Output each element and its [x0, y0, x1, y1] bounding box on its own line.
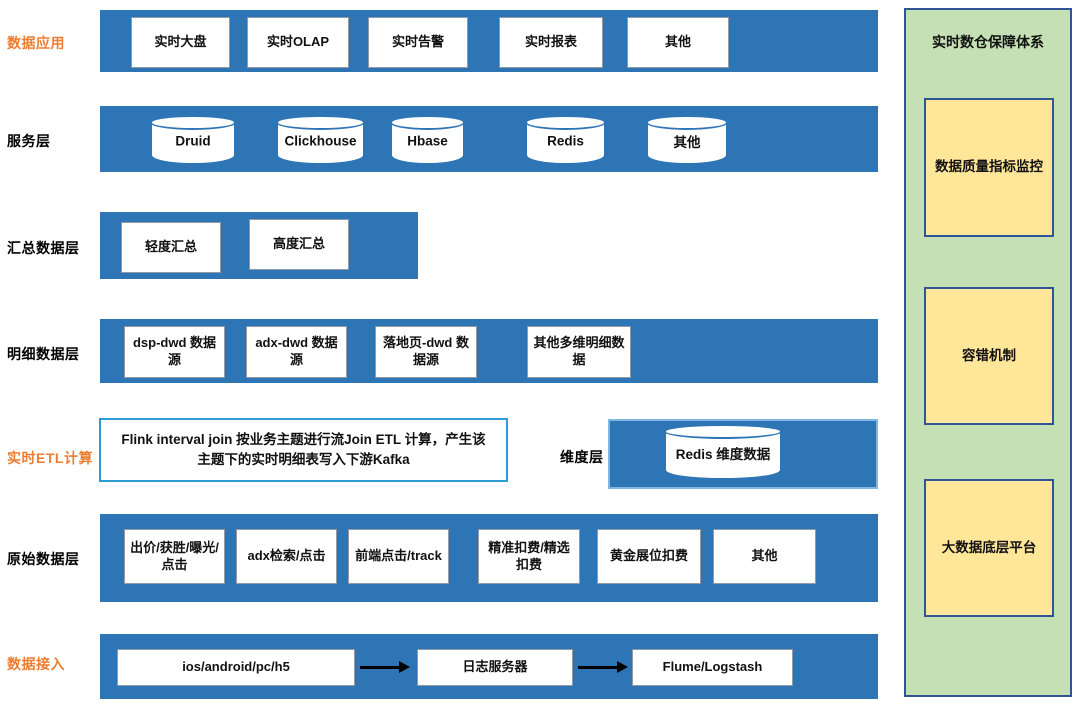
layer-label-data-app: 数据应用 [7, 35, 65, 51]
raw-box: 其他 [713, 529, 816, 584]
detail-box: dsp-dwd 数据源 [124, 326, 225, 378]
raw-box: 黄金展位扣费 [597, 529, 701, 584]
assurance-item: 容错机制 [924, 287, 1054, 425]
raw-box: adx检索/点击 [236, 529, 337, 584]
database-cylinder-icon: Redis 维度数据 [664, 424, 782, 480]
raw-box: 精准扣费/精选扣费 [478, 529, 580, 584]
assurance-panel-title: 实时数仓保障体系 [932, 34, 1044, 50]
ingest-box: 日志服务器 [417, 649, 573, 686]
layer-label-summary: 汇总数据层 [7, 240, 80, 256]
layer-label-detail: 明细数据层 [7, 346, 80, 362]
summary-box: 轻度汇总 [121, 222, 221, 273]
cylinder-label: 其他 [673, 135, 701, 150]
cylinder-label: Clickhouse [284, 133, 357, 149]
layer-label-raw: 原始数据层 [7, 551, 80, 567]
database-cylinder-icon: Hbase [390, 115, 465, 165]
app-box: 实时报表 [499, 17, 603, 68]
etl-description-box: Flink interval join 按业务主题进行流Join ETL 计算，… [99, 418, 508, 482]
detail-box: 其他多维明细数据 [527, 326, 631, 378]
layer-bar-detail [100, 319, 878, 383]
cylinder-label: Druid [175, 133, 211, 149]
app-box: 实时大盘 [131, 17, 230, 68]
cylinder-label: Redis 维度数据 [675, 447, 771, 463]
layer-label-dimension: 维度层 [560, 449, 604, 465]
database-cylinder-icon: Druid [150, 115, 236, 165]
raw-box: 前端点击/track [348, 529, 449, 584]
ingest-box: Flume/Logstash [632, 649, 793, 686]
database-cylinder-icon: Clickhouse [276, 115, 365, 165]
detail-box: adx-dwd 数据源 [246, 326, 347, 378]
detail-box: 落地页-dwd 数据源 [375, 326, 477, 378]
assurance-item: 数据质量指标监控 [924, 98, 1054, 237]
app-box: 实时告警 [368, 17, 468, 68]
database-cylinder-icon: Redis [525, 115, 606, 165]
cylinder-label: Redis [547, 133, 584, 149]
raw-box: 出价/获胜/曝光/点击 [124, 529, 225, 584]
app-box: 其他 [627, 17, 729, 68]
assurance-item: 大数据底层平台 [924, 479, 1054, 617]
layer-label-service: 服务层 [7, 133, 51, 149]
layer-label-etl: 实时ETL计算 [7, 450, 93, 466]
summary-box: 高度汇总 [249, 219, 349, 270]
app-box: 实时OLAP [247, 17, 349, 68]
cylinder-label: Hbase [407, 133, 448, 149]
database-cylinder-icon: 其他 [646, 115, 728, 165]
assurance-panel: 实时数仓保障体系 数据质量指标监控 容错机制 大数据底层平台 [904, 8, 1072, 697]
arrow-right-icon [578, 661, 628, 673]
ingest-box: ios/android/pc/h5 [117, 649, 355, 686]
arrow-right-icon [360, 661, 410, 673]
layer-label-ingest: 数据接入 [7, 656, 65, 672]
